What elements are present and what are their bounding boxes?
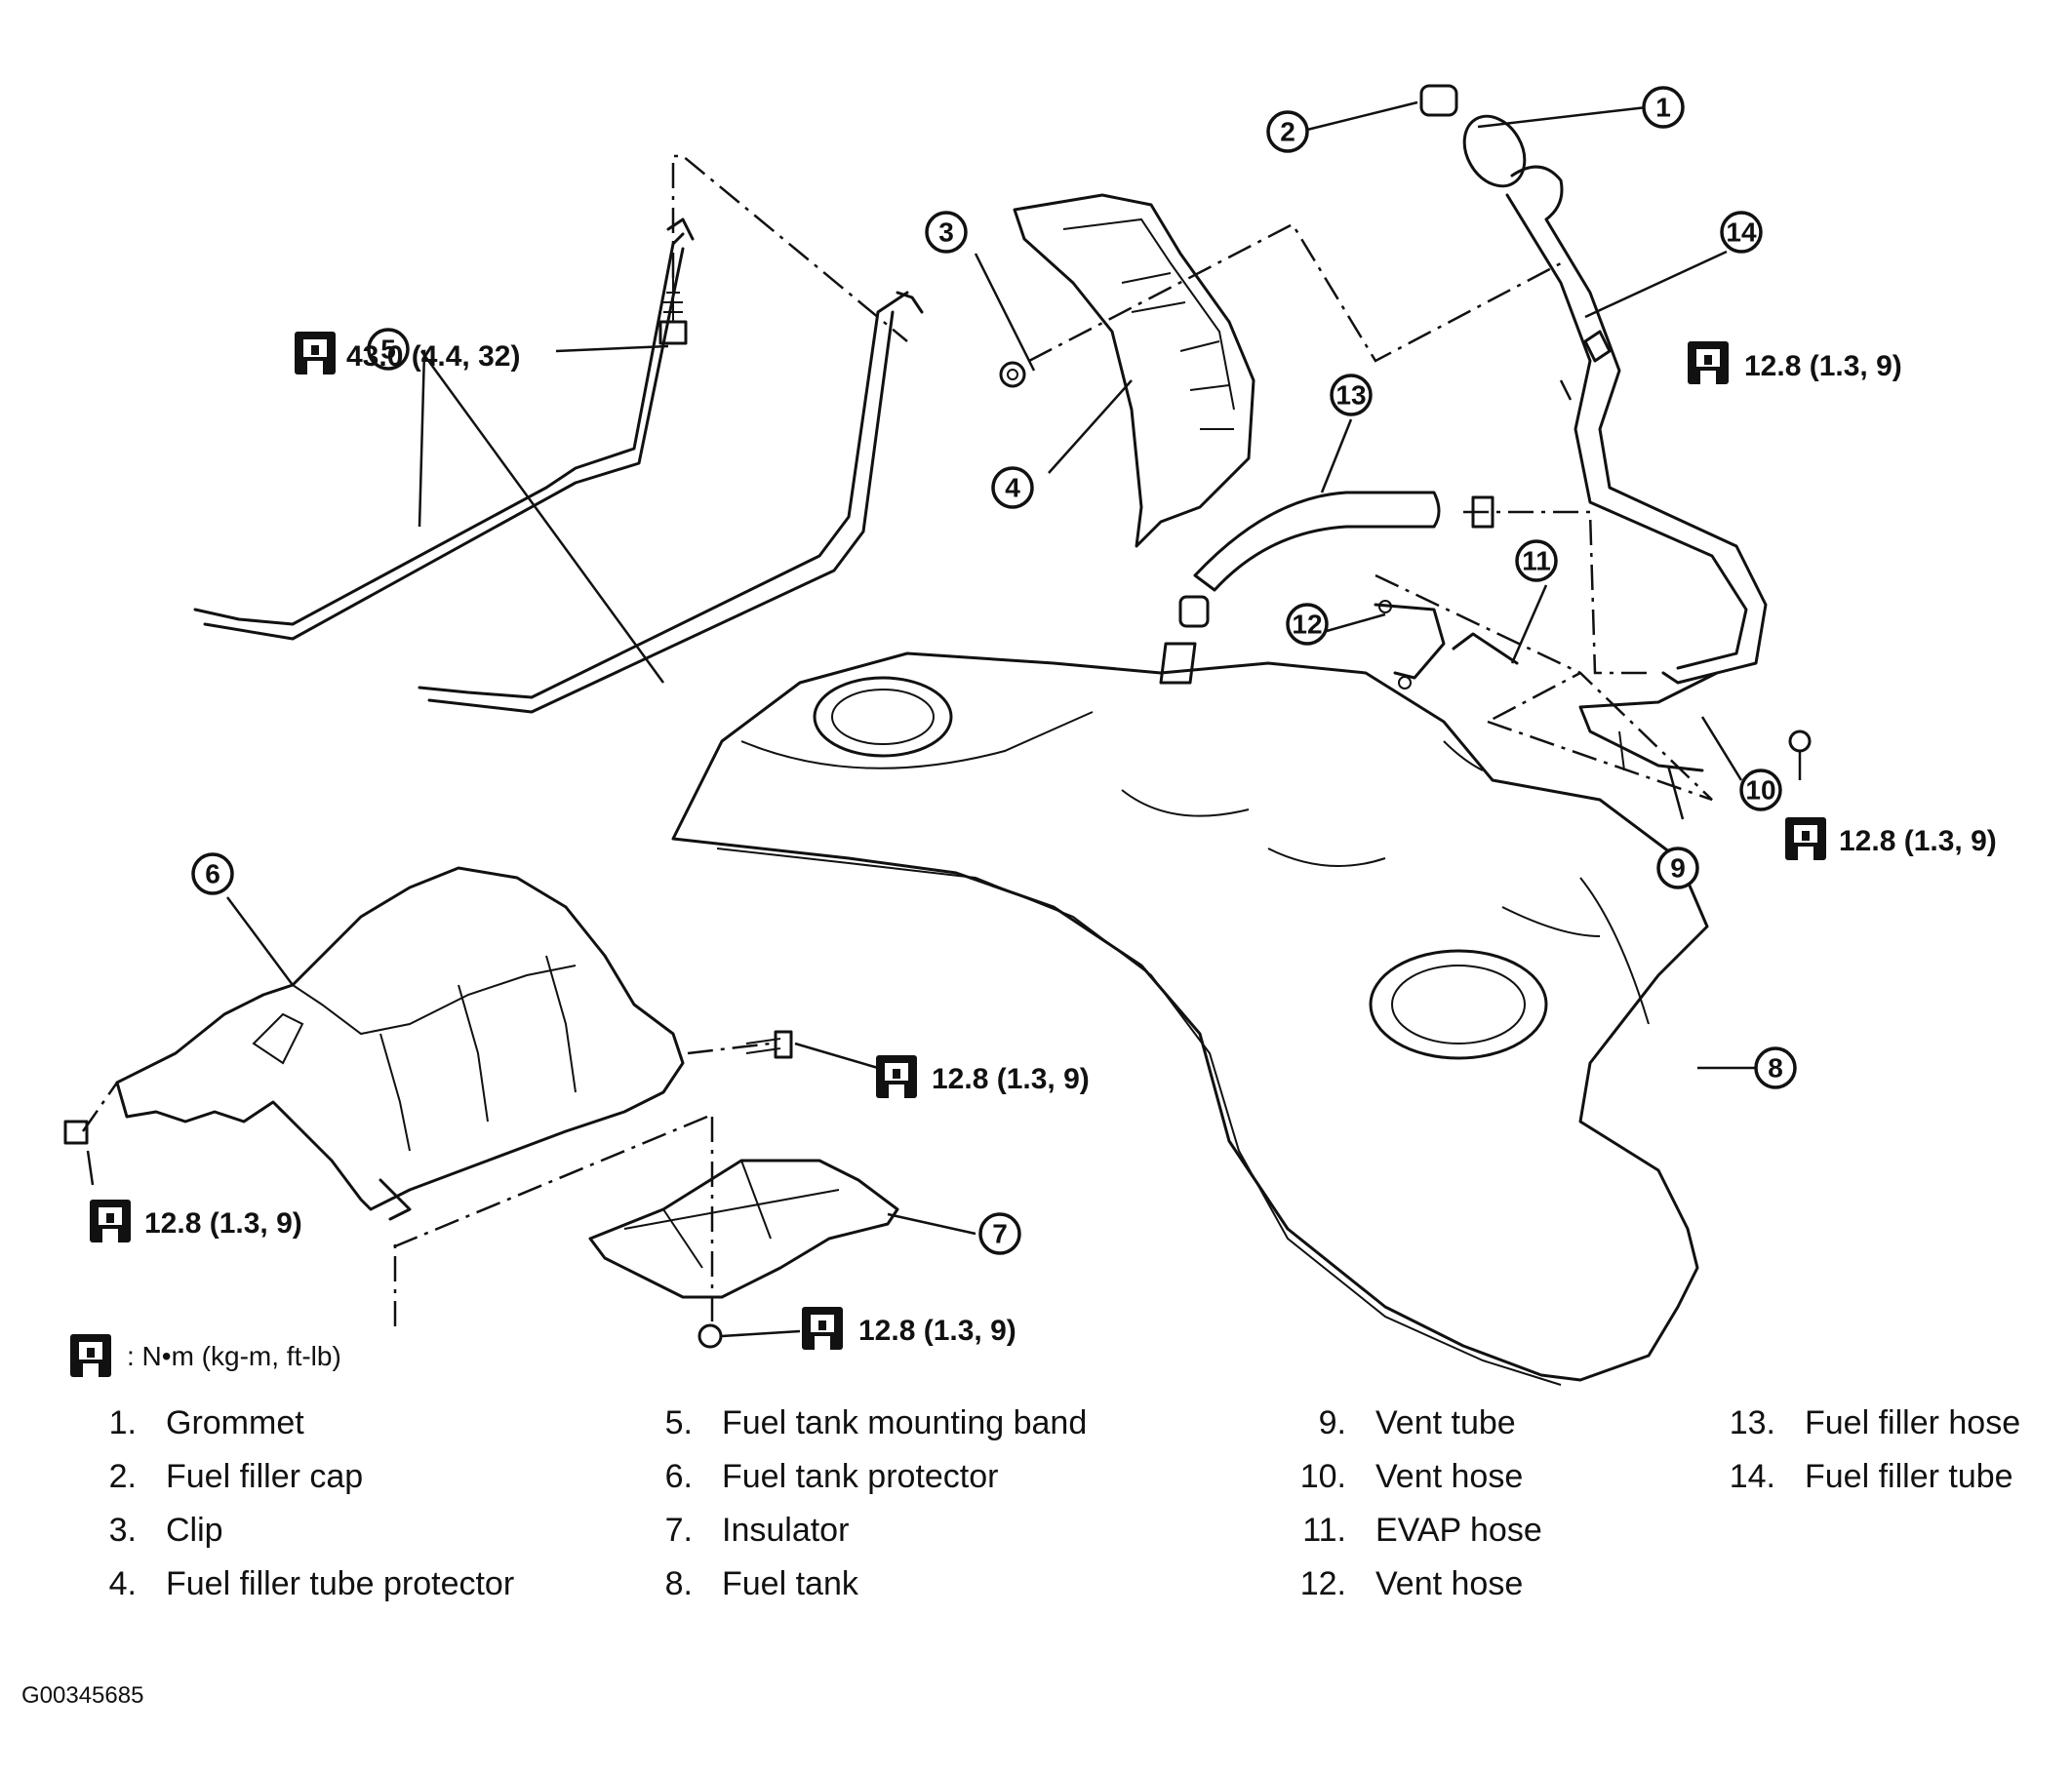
part-number: 12. <box>1299 1565 1346 1602</box>
torque-legend-text: : N•m (kg-m, ft-lb) <box>127 1341 341 1371</box>
callout-5-label: 5 <box>380 335 396 365</box>
callout-4: 4 <box>991 466 1034 509</box>
callout-8: 8 <box>1754 1046 1797 1089</box>
torque-wrench-icon <box>802 1307 843 1350</box>
torque-wrench-icon <box>1688 341 1729 384</box>
callout-6: 6 <box>191 852 234 895</box>
part-name: Vent hose <box>1375 1565 1524 1602</box>
callout-2-label: 2 <box>1280 117 1295 147</box>
fuel-tank-protector <box>115 866 685 1221</box>
part-name: Fuel tank mounting band <box>722 1404 1088 1441</box>
protector-bolt <box>745 1030 793 1059</box>
torque-filler-tube-nut: 12.8 (1.3, 9) <box>1688 341 1902 384</box>
fuel-filler-tube <box>1505 165 1768 685</box>
callout-7: 7 <box>978 1212 1021 1255</box>
torque-band-bolt: 43.0 (4.4, 32) <box>295 332 520 375</box>
part-name: Fuel tank protector <box>722 1458 999 1495</box>
part-name: EVAP hose <box>1375 1512 1542 1549</box>
protector-nut <box>63 1120 89 1145</box>
torque-wrench-icon <box>90 1200 131 1242</box>
part-number: 4. <box>108 1565 137 1602</box>
clip <box>999 361 1026 388</box>
part-number: 5. <box>664 1404 693 1441</box>
fuel-filler-cap <box>1419 84 1458 117</box>
callout-13: 13 <box>1330 374 1373 416</box>
callout-14: 14 <box>1720 211 1763 254</box>
part-name: Clip <box>166 1512 223 1549</box>
torque-filler-tube-nut-label: 12.8 (1.3, 9) <box>1744 350 1902 382</box>
callout-3-label: 3 <box>938 217 954 248</box>
callout-4-label: 4 <box>1005 473 1020 503</box>
mounting-band-right <box>418 291 924 714</box>
torque-wrench-icon <box>70 1334 111 1377</box>
callout-12-label: 12 <box>1292 610 1322 640</box>
callout-1-label: 1 <box>1655 93 1671 123</box>
part-name: Fuel filler tube <box>1805 1458 2013 1495</box>
torque-band-bolt-label: 43.0 (4.4, 32) <box>346 340 520 373</box>
part-number: 2. <box>108 1458 137 1495</box>
callout-5: 5 <box>367 328 410 371</box>
callout-12: 12 <box>1286 603 1329 646</box>
mounting-band-left <box>193 217 695 641</box>
part-number: 6. <box>664 1458 693 1495</box>
part-name: Fuel filler cap <box>166 1458 364 1495</box>
part-number: 8. <box>664 1565 693 1602</box>
callout-13-label: 13 <box>1335 380 1366 411</box>
leader-lines <box>86 100 1802 1338</box>
callout-8-label: 8 <box>1768 1053 1783 1084</box>
part-name: Fuel filler tube protector <box>166 1565 515 1602</box>
callout-11: 11 <box>1515 539 1558 582</box>
torque-insulator-nut-label: 12.8 (1.3, 9) <box>858 1315 1016 1347</box>
torque-protector-nut-label: 12.8 (1.3, 9) <box>144 1207 302 1240</box>
callout-14-label: 14 <box>1726 217 1757 248</box>
part-number: 7. <box>664 1512 693 1549</box>
callout-6-label: 6 <box>205 859 220 889</box>
callout-2: 2 <box>1266 110 1309 153</box>
part-name: Insulator <box>722 1512 850 1549</box>
torque-protector-bolt: 12.8 (1.3, 9) <box>876 1055 1090 1098</box>
fuel-tank <box>671 651 1709 1386</box>
evap-vent-hoses <box>1374 600 1519 690</box>
callout-10-label: 10 <box>1745 775 1775 806</box>
band-bolt <box>658 278 688 345</box>
part-name: Vent hose <box>1375 1458 1524 1495</box>
part-name: Fuel filler hose <box>1805 1404 2021 1441</box>
torque-vent-nut: 12.8 (1.3, 9) <box>1785 817 1997 860</box>
callout-11-label: 11 <box>1522 546 1551 576</box>
torque-protector-nut: 12.8 (1.3, 9) <box>90 1200 302 1242</box>
grommet <box>1462 114 1527 188</box>
callout-9: 9 <box>1656 847 1699 889</box>
vent-tube <box>1578 671 1812 772</box>
torque-wrench-icon <box>1785 817 1826 860</box>
callout-1: 1 <box>1642 86 1685 129</box>
torque-insulator-nut: 12.8 (1.3, 9) <box>802 1307 1016 1350</box>
callout-10: 10 <box>1739 769 1782 811</box>
callout-7-label: 7 <box>992 1219 1008 1249</box>
part-number: 9. <box>1318 1404 1346 1441</box>
insulator-nut <box>697 1323 723 1349</box>
torque-legend: : N•m (kg-m, ft-lb) <box>70 1334 341 1377</box>
filler-tube-protector <box>1013 193 1255 548</box>
callout-3: 3 <box>925 211 968 254</box>
part-number: 11. <box>1302 1512 1346 1549</box>
part-name: Vent tube <box>1375 1404 1516 1441</box>
part-number: 10. <box>1299 1458 1346 1495</box>
torque-wrench-icon <box>295 332 336 375</box>
torque-wrench-icon <box>876 1055 917 1098</box>
callout-9-label: 9 <box>1670 853 1686 884</box>
torque-vent-nut-label: 12.8 (1.3, 9) <box>1839 825 1997 857</box>
torque-protector-bolt-label: 12.8 (1.3, 9) <box>932 1063 1090 1095</box>
parts-list: 1. Grommet 2. Fuel filler cap 3. Clip 4. Fue… <box>0 1404 2072 1658</box>
part-number: 13. <box>1729 1404 1775 1441</box>
part-name: Grommet <box>166 1404 304 1441</box>
part-name: Fuel tank <box>722 1565 858 1602</box>
insulator <box>588 1159 899 1299</box>
fuel-filler-hose <box>1159 491 1494 685</box>
image-id: G00345685 <box>21 1682 144 1709</box>
part-number: 14. <box>1729 1458 1775 1495</box>
part-number: 1. <box>108 1404 137 1441</box>
part-number: 3. <box>108 1512 137 1549</box>
